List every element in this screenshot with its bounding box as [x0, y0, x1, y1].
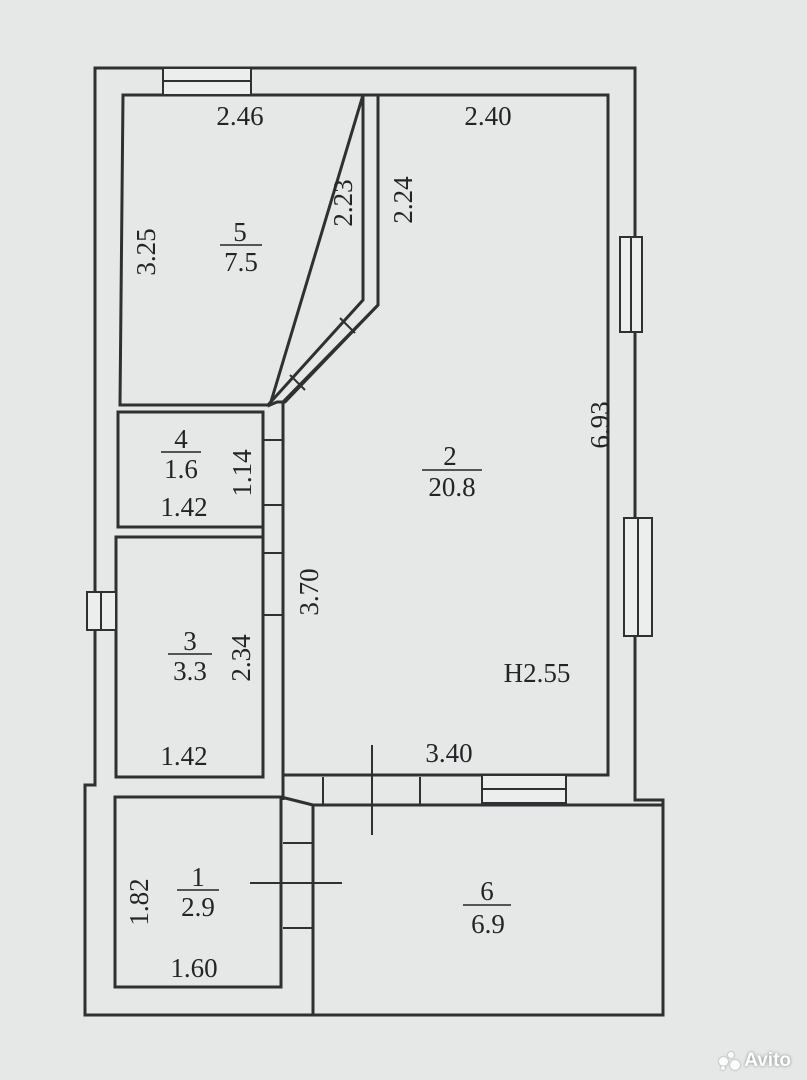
room-label-2: 2 20.8 — [422, 441, 482, 502]
avito-watermark: Avito — [719, 1050, 791, 1072]
dim-room5-width: 2.46 — [216, 101, 263, 131]
room-area: 20.8 — [428, 472, 475, 502]
door-room-3 — [263, 552, 283, 616]
dim-room3-height: 2.34 — [226, 634, 256, 682]
room-number: 2 — [443, 441, 457, 471]
dim-partition-right: 2.24 — [388, 176, 418, 224]
dim-room2-bottom-width: 3.40 — [425, 738, 472, 768]
dim-room3-width: 1.42 — [160, 741, 207, 771]
window-top — [162, 67, 252, 96]
room-label-5: 5 7.5 — [220, 217, 262, 277]
room-area: 6.9 — [471, 909, 505, 939]
room-area: 1.6 — [164, 454, 198, 484]
dim-room1-width: 1.60 — [170, 953, 217, 983]
outer-wall — [83, 66, 665, 1017]
dim-room4-width: 1.42 — [160, 492, 207, 522]
room-label-3: 3 3.3 — [168, 626, 212, 686]
room-number: 6 — [480, 876, 494, 906]
window-right-lower — [623, 517, 653, 637]
room-area: 7.5 — [224, 247, 258, 277]
window-bottom — [481, 774, 567, 804]
room-number: 4 — [174, 424, 188, 454]
dim-room2-left-height: 3.70 — [294, 568, 324, 615]
door-room-2-bottom — [322, 745, 421, 835]
room-5-outline — [118, 93, 365, 407]
wall-segment — [280, 795, 314, 807]
room-1-outline — [113, 795, 283, 989]
room-number: 3 — [183, 626, 197, 656]
room-area: 2.9 — [181, 892, 215, 922]
door-room-4 — [263, 439, 283, 506]
room-number: 1 — [191, 862, 205, 892]
dim-room1-height: 1.82 — [124, 878, 154, 925]
dim-room4-height: 1.14 — [227, 449, 257, 497]
room-label-4: 4 1.6 — [161, 424, 201, 484]
window-right-upper — [619, 236, 643, 333]
dim-room2-height: 6.93 — [585, 401, 615, 448]
avito-logo-icon — [719, 1052, 741, 1070]
dim-room5-height: 3.25 — [131, 228, 161, 275]
room-label-6: 6 6.9 — [463, 876, 511, 939]
door-room-1 — [250, 842, 342, 929]
room-area: 3.3 — [173, 656, 207, 686]
room-number: 5 — [233, 217, 247, 247]
window-left — [86, 591, 117, 631]
ceiling-height: H2.55 — [504, 658, 571, 688]
avito-watermark-text: Avito — [744, 1050, 791, 1071]
dim-partition-left: 2.23 — [328, 179, 358, 226]
door-room-5 — [289, 317, 356, 391]
room-label-1: 1 2.9 — [177, 862, 219, 922]
dim-room2-top-width: 2.40 — [464, 101, 511, 131]
